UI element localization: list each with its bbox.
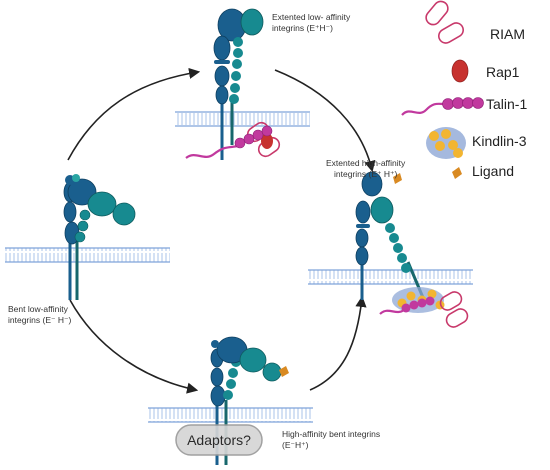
legend-label-riam: RIAM: [490, 26, 525, 42]
integrin-bent-high: [210, 336, 289, 465]
arrow-bent-high-to-extended-high: [309, 295, 367, 391]
legend-label-talin: Talin-1: [486, 96, 527, 112]
adaptors-badge: Adaptors?: [175, 424, 263, 456]
ligand-icon: [452, 167, 462, 179]
label-extended-low-notation: integrins (E⁺H⁻): [272, 23, 333, 33]
integrin-bent-low: [63, 174, 136, 300]
legend: RIAM Rap1 Talin-1 Kindlin-3 Ligand: [401, 0, 527, 179]
talin-kindlin-complex-right: [379, 287, 469, 328]
label-extended-low: Extented low- affinity: [272, 12, 351, 22]
rap1-icon: [451, 59, 469, 83]
label-bent-high: High-affinity bent integrins: [282, 429, 380, 439]
membrane-bottom: [148, 407, 313, 423]
label-extended-high: Extented high-affinity: [326, 158, 406, 168]
label-bent-high-notation: (E⁻H⁺): [282, 440, 309, 450]
membrane-top: [175, 111, 310, 127]
talin-icon: [401, 97, 484, 116]
arrow-bent-to-extended-low: [67, 67, 201, 161]
cycle-arrows: [67, 67, 376, 394]
legend-label-kindlin: Kindlin-3: [472, 133, 527, 149]
membrane-right: [308, 269, 473, 285]
label-bent-low-notation: integrins (E⁻ H⁻): [8, 315, 71, 325]
riam-icon: [425, 0, 464, 44]
kindlin-icon: [426, 127, 466, 159]
label-extended-high-notation: integrins (E⁺ H⁺): [334, 169, 397, 179]
arrow-bent-to-bent-high: [69, 299, 199, 394]
integrin-extended-low: [213, 8, 264, 160]
legend-label-rap1: Rap1: [486, 64, 520, 80]
legend-label-ligand: Ligand: [472, 163, 514, 179]
adaptors-label: Adaptors?: [187, 432, 251, 448]
membranes: [5, 111, 473, 423]
arrow-extended-low-to-high: [274, 69, 376, 173]
label-bent-low: Bent low-affinity: [8, 304, 69, 314]
talin-riam-rap1-complex-top: [185, 121, 281, 159]
membrane-left: [5, 247, 170, 263]
